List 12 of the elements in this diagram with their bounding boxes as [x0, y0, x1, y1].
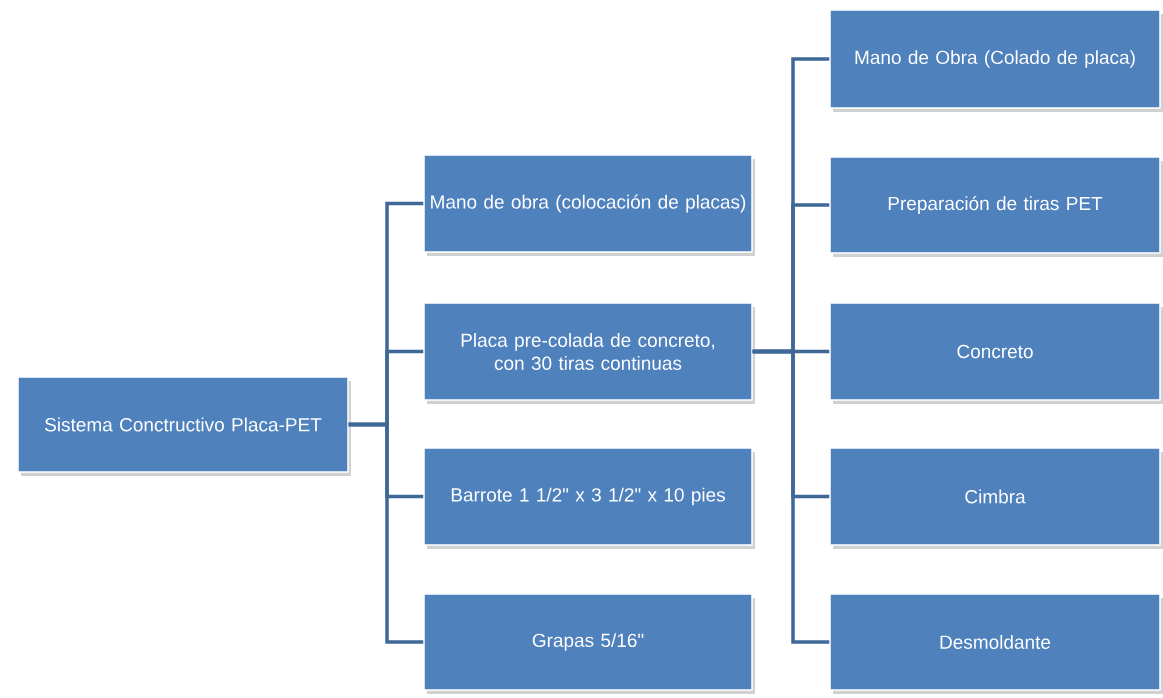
process-box: Grapas 5/16" — [423, 593, 755, 694]
process-box: Cimbra — [829, 447, 1163, 549]
process-box: Desmoldante — [829, 593, 1163, 694]
process-box: Barrote 1 1/2" x 3 1/2" x 10 pies — [423, 447, 755, 549]
connector — [752, 349, 830, 644]
process-box: Mano de obra (colocación de placas) — [423, 154, 755, 256]
process-box: Preparación de tiras PET — [829, 156, 1163, 257]
process-box: Concreto — [829, 302, 1163, 404]
process-box: Mano de Obra (Colado de placa) — [829, 9, 1163, 112]
connector — [348, 422, 424, 644]
process-box: Sistema Conctructivo Placa-PET — [17, 376, 351, 476]
process-box: Placa pre-colada de concreto, con 30 tiras continuas — [423, 302, 755, 404]
